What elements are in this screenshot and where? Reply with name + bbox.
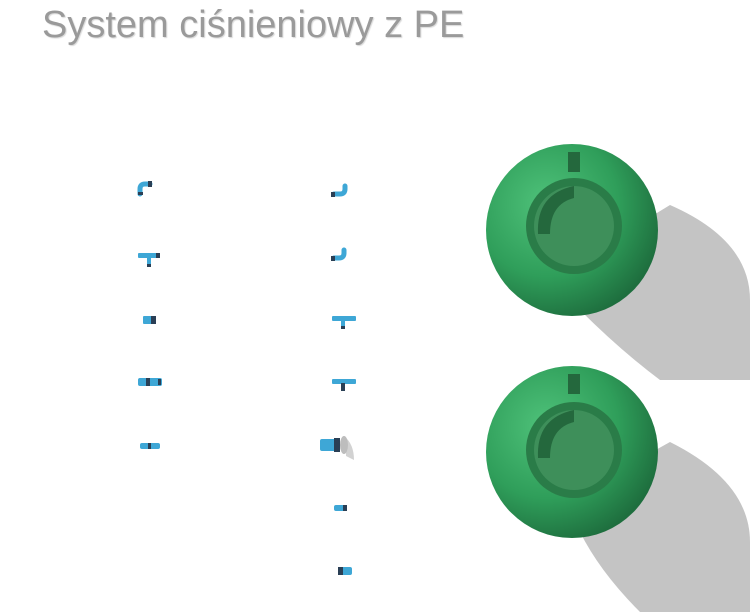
slide-title: System ciśnieniowy z PE [42,4,465,46]
spherical-tank-icon [486,144,750,380]
reducer-icon [338,567,352,575]
tee-fitting-icon [138,253,160,267]
tee-fitting-icon [332,316,356,329]
spherical-tank-icon [486,366,750,612]
end-cap-icon [143,316,156,324]
spigot-icon [334,505,347,511]
elbow-fitting-icon [137,181,153,197]
flange-adapter-icon [320,436,354,460]
straight-connector-icon [140,443,160,449]
coupler-fitting-icon [138,378,162,386]
elbow-fitting-icon [331,247,347,261]
elbow-fitting-icon [331,183,348,197]
tee-fitting-icon [332,379,356,391]
